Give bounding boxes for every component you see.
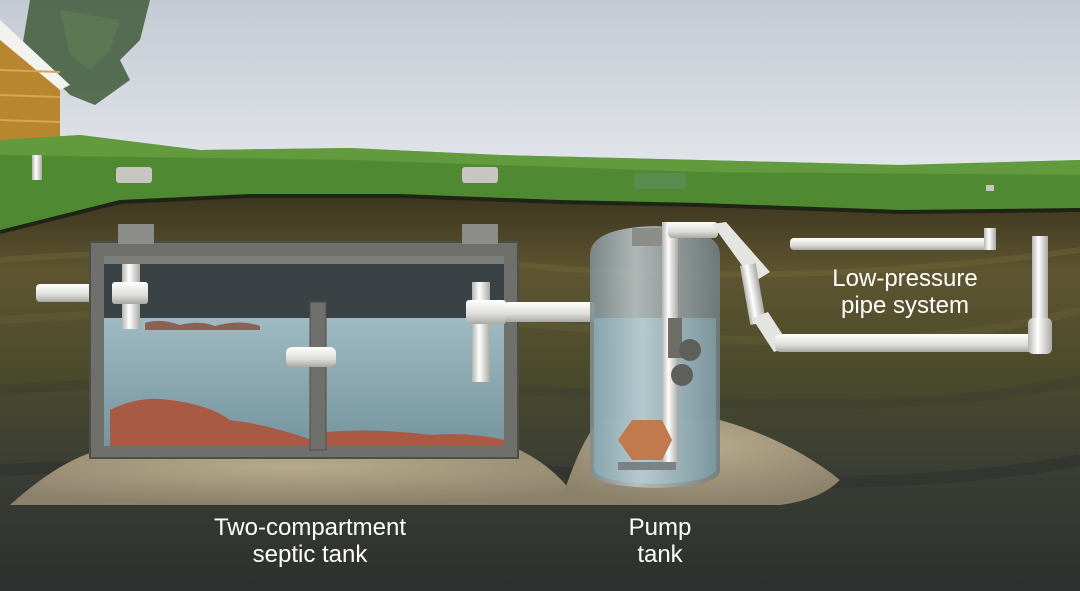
outlet-tee [472, 282, 490, 382]
riser-left [118, 224, 154, 244]
lid-middle [462, 167, 498, 183]
float-switch [668, 318, 682, 358]
lid-pump [634, 173, 686, 189]
tank-divider [309, 301, 327, 451]
grass-highlight [0, 135, 1080, 175]
riser-right [462, 224, 498, 244]
lid-left [116, 167, 152, 183]
sludge-left [110, 398, 312, 446]
pump-tank-label-line2: tank [637, 541, 683, 568]
grass-edge [0, 194, 1080, 234]
sky [0, 0, 1080, 170]
septic-tank-label-line1: Two-compartment [213, 514, 407, 541]
pipe-system-label: Low-pressure pipe system [800, 265, 1010, 319]
septic-tank-label: Two-compartment septic tank [190, 514, 430, 568]
lid-small [986, 185, 994, 191]
pump-tank-label: Pump tank [590, 514, 730, 568]
lateral-lower [775, 334, 1040, 352]
connecting-pipe [505, 302, 595, 322]
septic-tank [89, 224, 519, 459]
low-pressure-pipe-system [668, 222, 1052, 354]
lateral-upper [790, 238, 990, 250]
house-vent-pipe [32, 155, 42, 180]
float-2 [671, 364, 693, 386]
tree [20, 0, 150, 105]
scum-layer [145, 320, 260, 330]
gravel-bed-septic [10, 450, 580, 505]
float-1 [679, 339, 701, 361]
divider-pipe [286, 347, 336, 367]
pipe-system-label-line1: Low-pressure [832, 265, 978, 292]
pump-tank-label-line1: Pump [628, 514, 692, 541]
sludge-right [324, 430, 504, 446]
pipe-system-label-line2: pipe system [840, 292, 970, 319]
pump [618, 420, 672, 460]
pump-tank [590, 222, 720, 488]
septic-tank-label-line2: septic tank [252, 541, 368, 568]
